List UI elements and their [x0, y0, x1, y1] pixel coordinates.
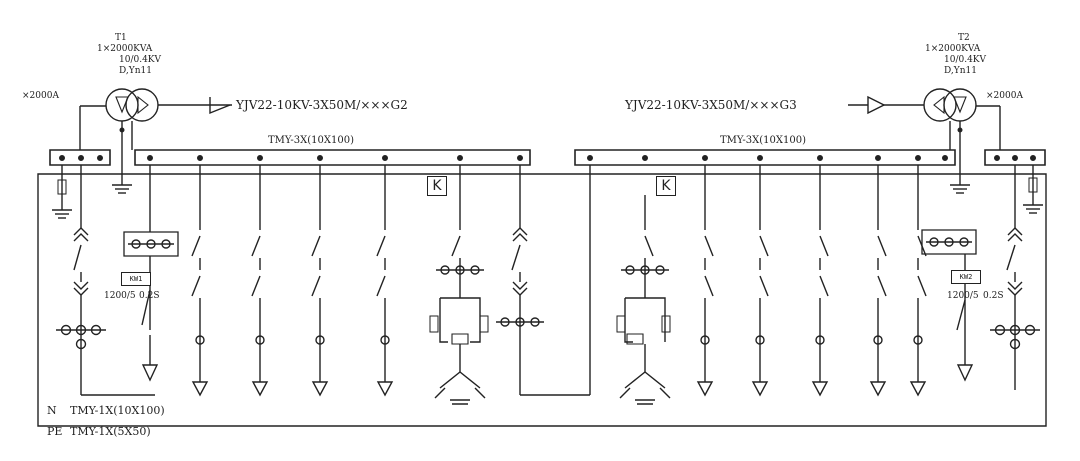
right-k-box: K [656, 176, 676, 196]
right-ct-box [922, 230, 976, 254]
left-ct-ratio: 1200/5 [104, 291, 136, 301]
n-bus-label: TMY-1X(10X100) [70, 404, 165, 417]
right-ct-class: 0.2S [983, 291, 1004, 301]
switchboard-enclosure [38, 174, 1046, 426]
left-kw-box: KW1 [121, 272, 151, 286]
right-pe-ground-icon [1023, 205, 1043, 213]
right-kw-box: KW2 [951, 270, 981, 284]
right-incoming-ct-icon [990, 326, 1040, 349]
right-cable-label: YJV22-10KV-3X50M/×××G3 [625, 98, 797, 112]
right-main-busbar [575, 150, 955, 165]
right-arrester-icon [958, 365, 972, 380]
left-feeders [192, 165, 392, 395]
right-transformer-vector: D,Yn11 [944, 66, 977, 76]
left-ground-icon [112, 185, 132, 193]
right-transformer-voltage: 10/0.4KV [944, 55, 987, 65]
left-main-busbar [135, 150, 530, 165]
right-capacitor-bank [617, 195, 670, 404]
left-busbar-label: TMY-3X(10X100) [268, 135, 355, 146]
pe-bus-label: TMY-1X(5X50) [70, 425, 151, 438]
right-cable-arrow-icon [868, 97, 884, 113]
right-ct-ratio: 1200/5 [947, 291, 979, 301]
transformer-t1-icon [106, 89, 158, 121]
left-breaker-rating: ×2000A [22, 91, 59, 101]
right-ground-icon [950, 185, 970, 193]
left-transformer-name: T1 [115, 33, 127, 43]
left-transformer-voltage: 10/0.4KV [119, 55, 162, 65]
right-feeders [698, 165, 926, 395]
left-incoming-ct-icon [56, 326, 106, 349]
left-pe-ground-icon [52, 210, 72, 218]
left-transformer-vector: D,Yn11 [119, 66, 152, 76]
transformer-t2-icon [924, 89, 976, 121]
right-transformer-name: T2 [958, 33, 970, 43]
left-arrester-icon [143, 365, 157, 380]
right-breaker-rating: ×2000A [986, 91, 1023, 101]
left-capacitor-bank [430, 165, 488, 404]
left-ct-box [124, 232, 178, 256]
left-k-box: K [427, 176, 447, 196]
left-ct-class: 0.2S [139, 291, 160, 301]
left-transformer-rating: 1×2000KVA [97, 44, 153, 54]
n-label: N [47, 404, 57, 417]
pe-label: PE [47, 425, 63, 438]
left-cable-label: YJV22-10KV-3X50M/×××G2 [236, 98, 408, 112]
right-busbar-label: TMY-3X(10X100) [720, 135, 807, 146]
right-transformer-rating: 1×2000KVA [925, 44, 981, 54]
